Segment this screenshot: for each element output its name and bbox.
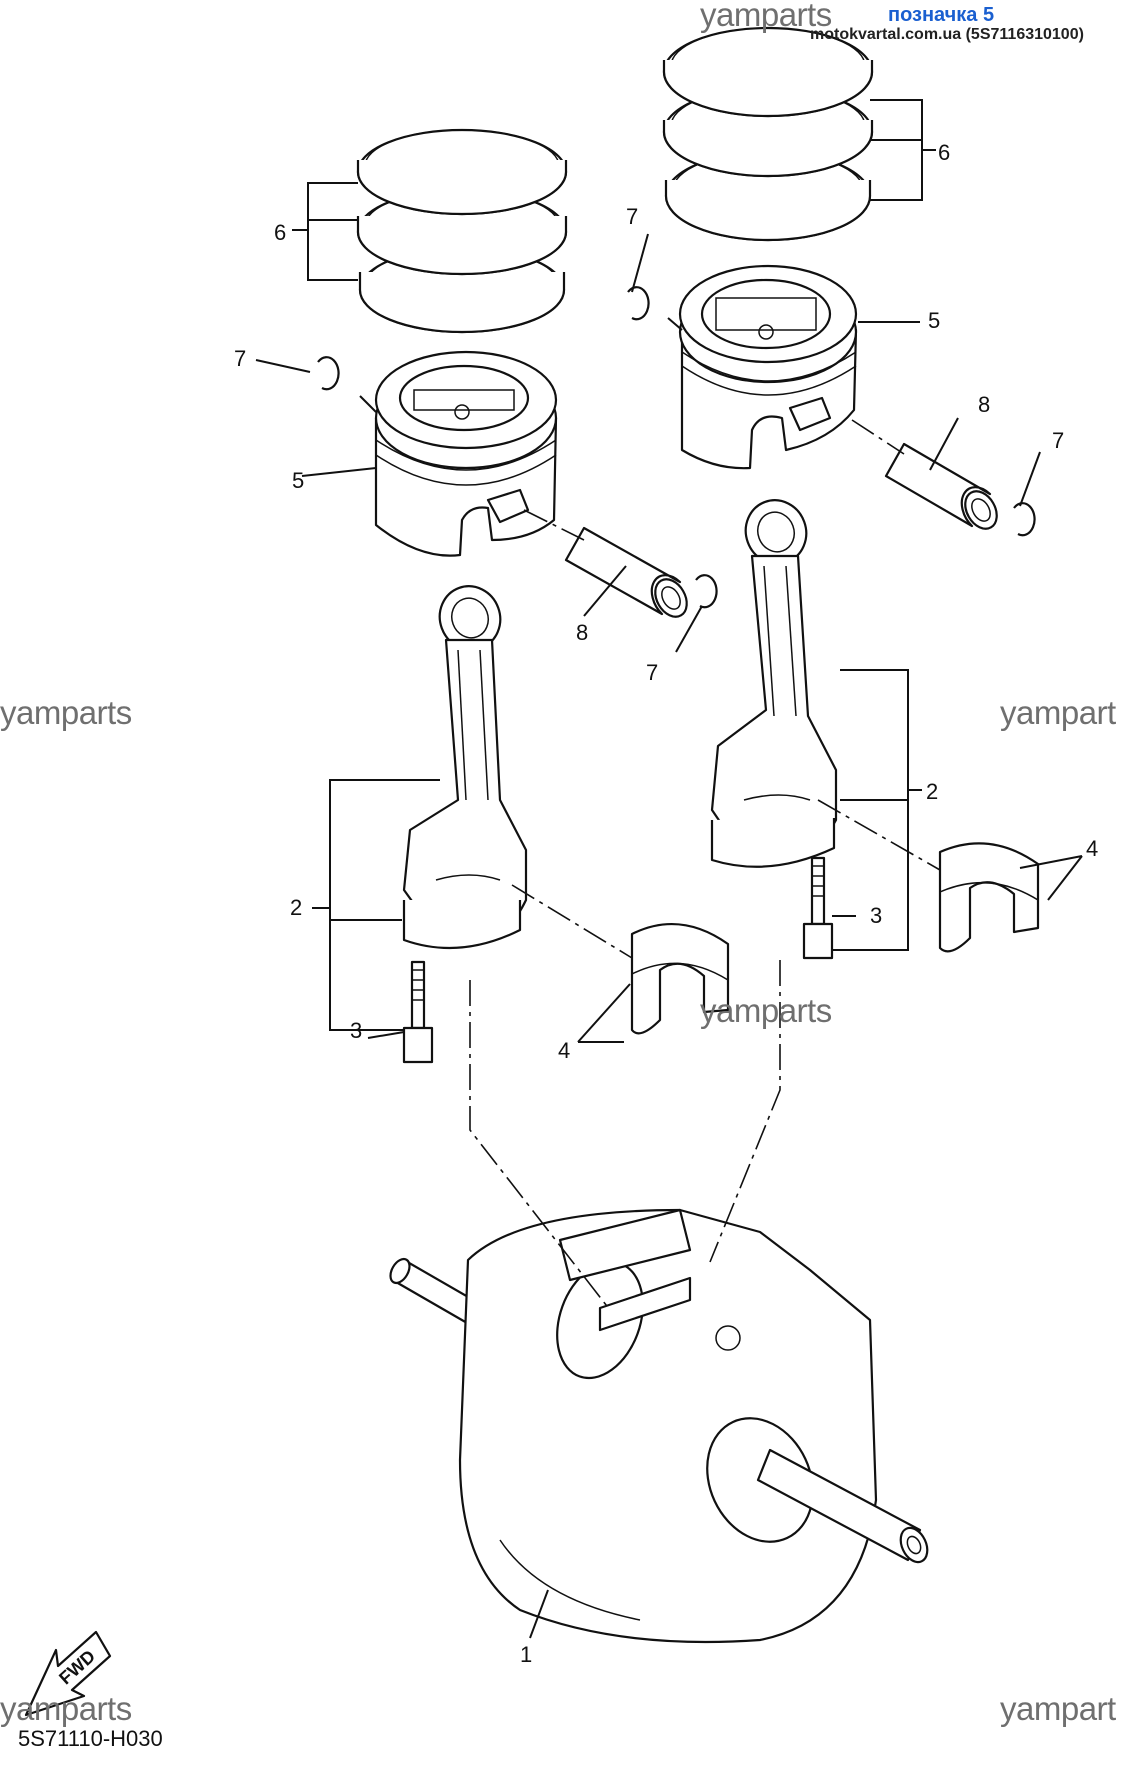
label-7-left-piston: 7 (234, 346, 246, 371)
watermark-mid-left: yamparts (0, 694, 132, 731)
leader-lines (255, 99, 1083, 1639)
label-8-right: 8 (978, 392, 990, 417)
label-1: 1 (520, 1642, 532, 1667)
diagram-code: 5S71110-H030 (18, 1726, 163, 1751)
connecting-rod-left (402, 585, 528, 950)
watermark-bottom-right: yampart (1000, 1690, 1116, 1727)
label-4-left: 4 (558, 1038, 570, 1063)
watermark-bottom-left: yamparts (0, 1690, 132, 1727)
piston-right (678, 264, 858, 470)
part-number-labels: 1 2 2 3 3 4 4 5 5 6 6 7 7 7 7 8 8 (234, 140, 1098, 1667)
label-5-left: 5 (292, 468, 304, 493)
label-4-right: 4 (1086, 836, 1098, 861)
connecting-rod-right (710, 499, 838, 868)
label-2-right: 2 (926, 779, 938, 804)
label-3-left: 3 (350, 1018, 362, 1043)
piston-rings-right (662, 26, 874, 242)
label-7-right-piston: 7 (626, 204, 638, 229)
label-6-right: 6 (938, 140, 950, 165)
crankshaft (389, 1208, 929, 1644)
label-7-left-pin: 7 (646, 660, 658, 685)
label-2-left: 2 (290, 895, 302, 920)
piston-left (374, 350, 558, 557)
label-7-right-pin: 7 (1052, 428, 1064, 453)
con-rod-bearings (630, 842, 1040, 1035)
source-label: motokvartal.com.ua (5S7116310100) (810, 26, 1084, 43)
watermark-mid-right: yampart (1000, 694, 1116, 731)
watermark-center: yamparts (700, 992, 832, 1029)
label-8-left: 8 (576, 620, 588, 645)
label-3-right: 3 (870, 903, 882, 928)
piston-rings-left (356, 128, 568, 334)
con-rod-bolts (402, 856, 834, 1064)
badge-label: позначка 5 (888, 4, 995, 26)
assembly-center-lines (469, 419, 941, 1311)
label-6-left: 6 (274, 220, 286, 245)
circlips (317, 286, 1036, 609)
watermark-top: yamparts (700, 0, 832, 33)
label-5-right: 5 (928, 308, 940, 333)
